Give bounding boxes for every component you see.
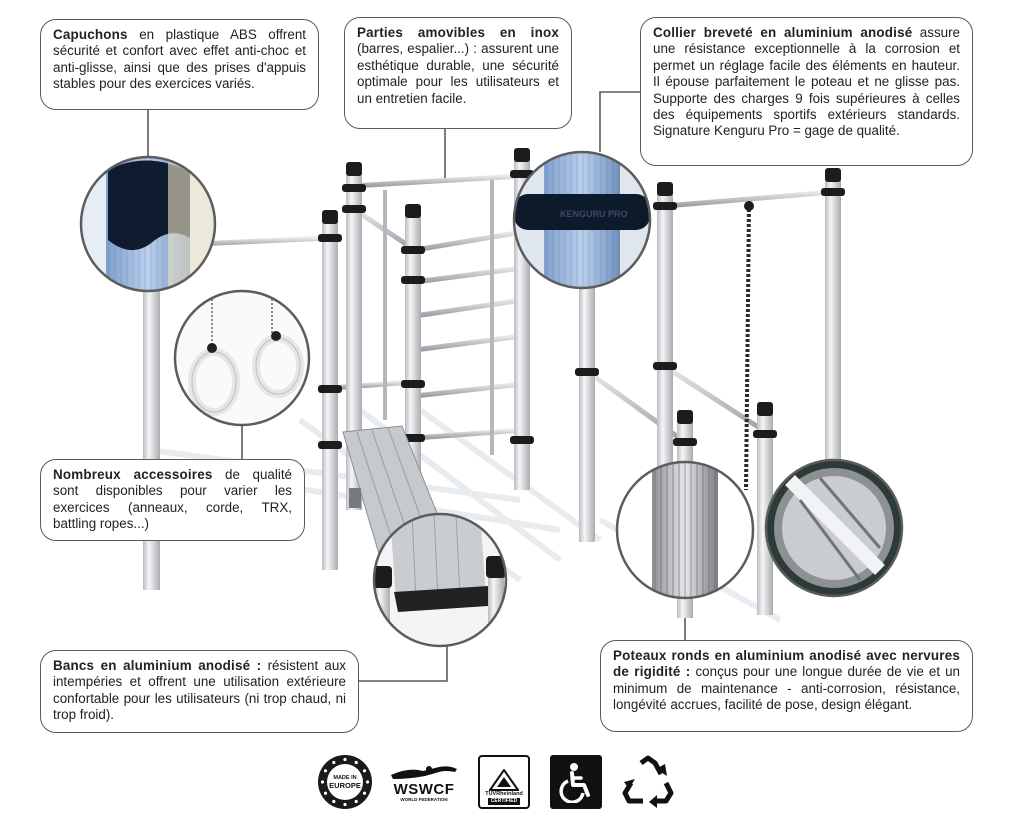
wswcf-logo: WSWCF WORLD FEDERATION — [386, 753, 462, 811]
callout-collier-text: assure une résistance exceptionnelle à l… — [653, 25, 961, 139]
cap-zoom — [81, 157, 215, 291]
callout-poteaux: Poteaux ronds en aluminium anodisé avec … — [600, 640, 973, 732]
tuv-certified-logo: TÜVRheinland CERTIFIED — [476, 753, 532, 811]
callout-poteaux-text: conçus pour une longue durée de vie et u… — [613, 664, 961, 713]
callout-parties-amovibles: Parties amovibles en inox (barres, espal… — [344, 17, 572, 129]
callout-parties-text: (barres, espalier...) : assurent une est… — [357, 41, 559, 106]
europe-line1: MADE IN — [333, 775, 357, 781]
tuv-name: TÜVRheinland — [485, 791, 523, 797]
star-ring-icon — [320, 757, 370, 807]
callout-accessoires-title: Nombreux accessoires — [53, 467, 213, 482]
wheelchair-icon — [559, 763, 590, 803]
pole-caps — [322, 148, 841, 424]
callout-capuchons-title: Capuchons — [53, 27, 128, 42]
wswcf-name: WSWCF — [393, 781, 455, 798]
espalier-rails — [383, 180, 494, 455]
climbing-rope — [744, 201, 754, 491]
callout-capuchons: Capuchons en plastique ABS offrent sécur… — [40, 19, 319, 110]
recycle-icon — [622, 755, 674, 808]
callout-parties-title: Parties amovibles en inox — [357, 25, 559, 40]
callout-poteaux-title: Poteaux ronds en aluminium anodisé avec … — [613, 648, 960, 680]
callout-collier-title: Collier breveté en aluminium anodisé — [653, 25, 913, 40]
collar-brand-text: KENGURU PRO — [560, 209, 628, 219]
callout-collier: Collier breveté en aluminium anodisé ass… — [640, 17, 973, 166]
collar-zoom: KENGURU PRO — [514, 152, 650, 288]
callout-accessoires-text: de qualité sont disponibles pour varier … — [53, 467, 292, 532]
europe-line2: EUROPE — [329, 781, 361, 790]
made-in-europe-logo: MADE IN EUROPE — [316, 753, 374, 811]
profile-zoom — [766, 460, 902, 596]
callout-accessoires: Nombreux accessoires de qualité sont dis… — [40, 459, 305, 541]
athlete-icon — [391, 766, 457, 779]
recycle-logo — [618, 753, 678, 811]
callout-bancs-text: résistent aux intempéries et offrent une… — [53, 658, 346, 723]
steel-bars — [147, 173, 836, 443]
wswcf-sub: WORLD FEDERATION — [400, 797, 448, 802]
callout-bancs: Bancs en aluminium anodisé : résistent a… — [40, 650, 359, 733]
ribbed-pole-zoom — [617, 462, 753, 598]
callout-capuchons-text: en plastique ABS offrent sécurité et con… — [53, 27, 306, 92]
callout-bancs-title: Bancs en aluminium anodisé : — [53, 658, 262, 673]
rings-zoom — [175, 291, 309, 425]
tuv-triangle-icon — [489, 769, 519, 791]
tuv-cert: CERTIFIED — [487, 798, 521, 805]
accessibility-logo — [548, 753, 604, 811]
